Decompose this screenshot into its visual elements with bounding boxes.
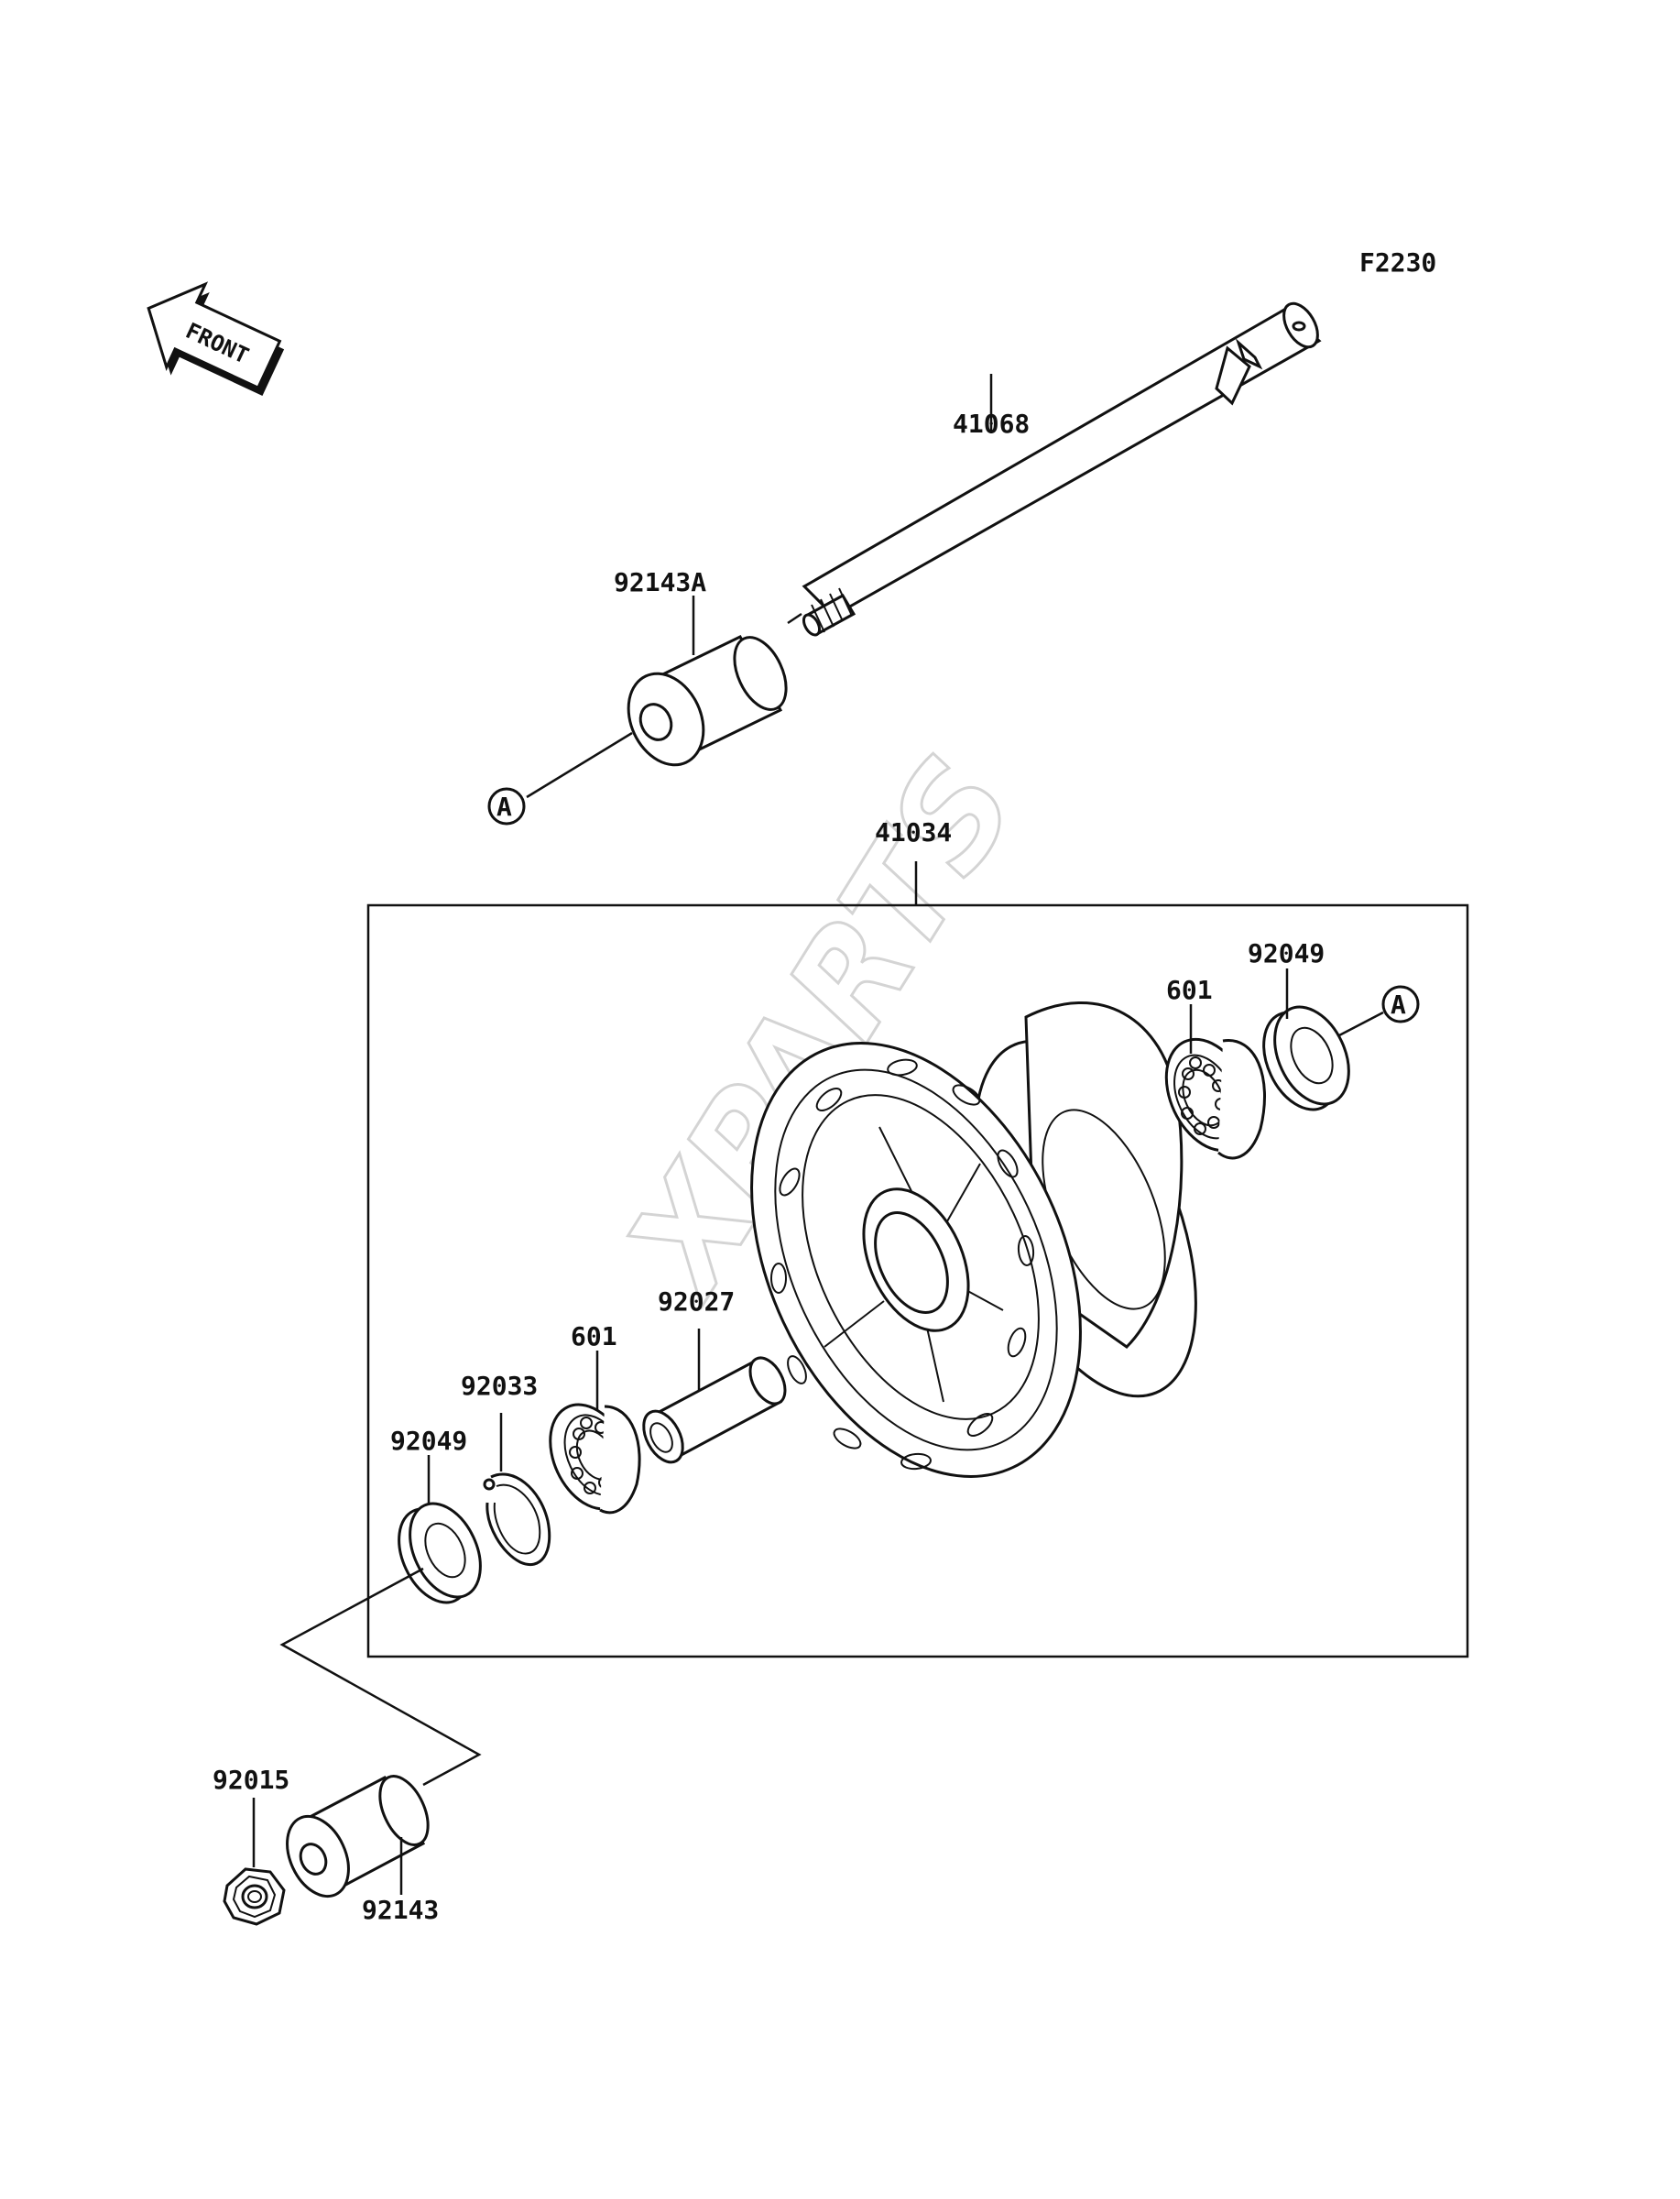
callout-a-right: A: [1391, 990, 1406, 1020]
bearing-left-label: 601: [571, 1321, 617, 1351]
wheel-hub: [750, 1001, 1197, 1478]
collar-a: [627, 635, 788, 767]
nut-label: 92015: [213, 1765, 289, 1795]
seal-left: [398, 1502, 482, 1604]
circlip: [483, 1472, 551, 1567]
front-arrow-icon: FRONT: [147, 281, 285, 396]
callout-a-left: A: [496, 792, 512, 822]
collar-a-label: 92143A: [614, 567, 706, 597]
circlip-label: 92033: [461, 1371, 538, 1401]
spacer-label: 92027: [658, 1286, 735, 1317]
diagram-code: F2230: [1359, 247, 1436, 278]
nut: [223, 1867, 286, 1926]
bearing-right-label: 601: [1166, 975, 1213, 1005]
hub-assembly-label: 41034: [875, 817, 952, 848]
axle: [802, 301, 1322, 637]
axle-label: 41068: [953, 409, 1030, 439]
hub-assembly-box: [366, 903, 1469, 1658]
seal-right-label: 92049: [1248, 938, 1325, 968]
collar: [286, 1775, 430, 1898]
bearing-right: [1164, 1037, 1266, 1160]
seal-right: [1262, 1005, 1350, 1111]
spacer: [642, 1356, 787, 1464]
bearing-left: [549, 1403, 641, 1515]
collar-label: 92143: [362, 1895, 439, 1925]
seal-left-label: 92049: [390, 1426, 467, 1456]
